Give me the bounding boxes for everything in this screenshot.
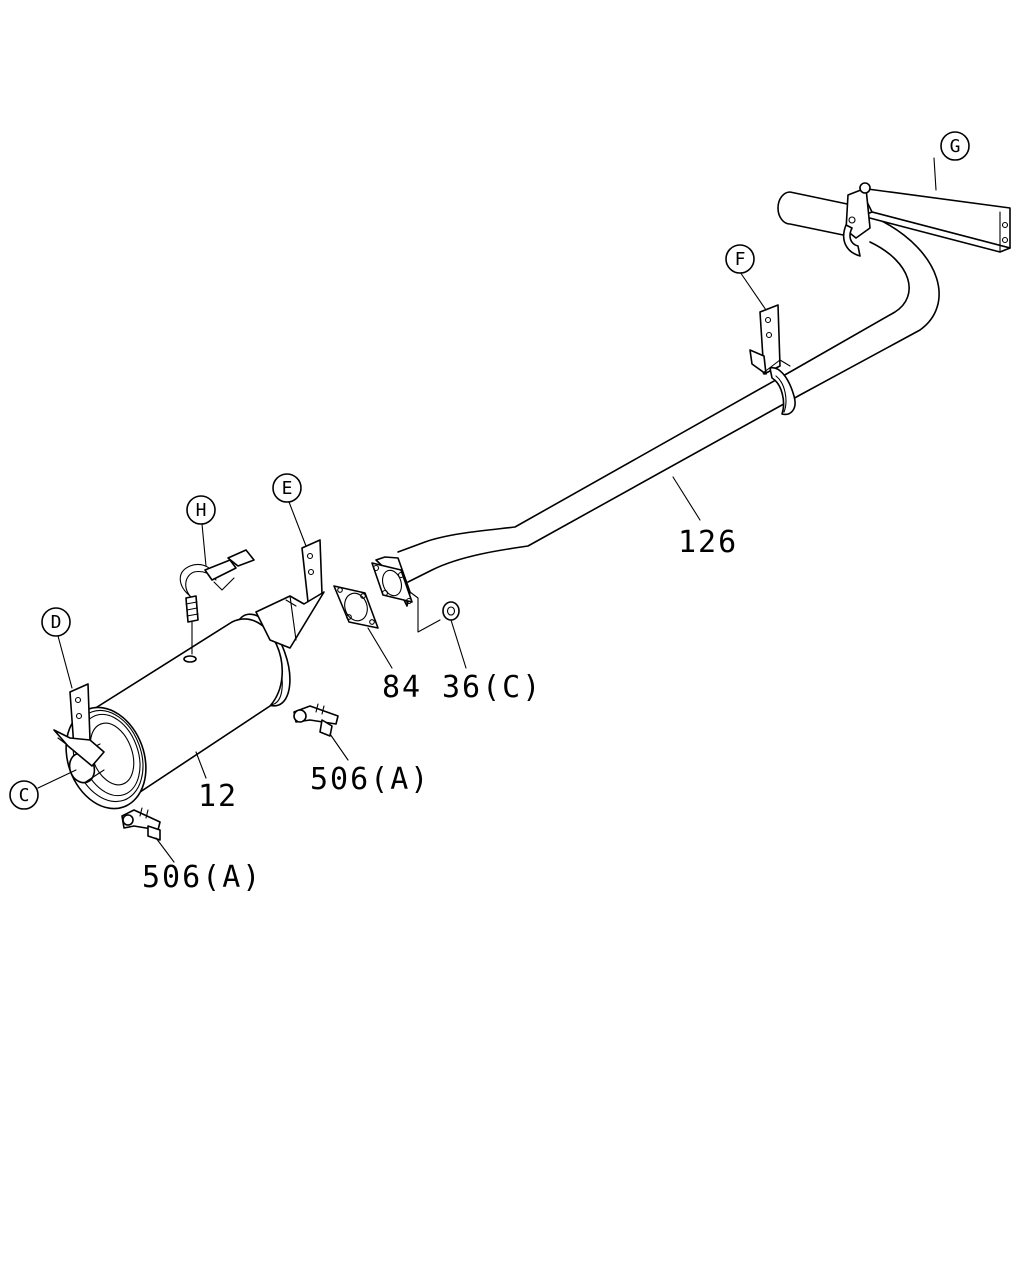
callout-d-text: D	[51, 612, 62, 633]
label-506a-left: 506(A)	[142, 860, 262, 895]
callout-g: G	[940, 131, 970, 161]
tailpipe-126	[371, 191, 940, 607]
callout-h-text: H	[196, 500, 207, 521]
callout-f: F	[725, 244, 755, 274]
label-506a-right: 506(A)	[310, 762, 430, 797]
oxygen-sensor-h	[179, 549, 255, 655]
bolt-506a-right	[293, 703, 339, 737]
callout-f-text: F	[735, 249, 746, 270]
label-84: 84	[382, 670, 422, 705]
callout-g-text: G	[950, 136, 961, 157]
gasket-84	[333, 585, 379, 629]
label-126: 126	[678, 525, 738, 560]
hanger-bracket-g	[842, 182, 1011, 257]
muffler-bracket-d	[53, 683, 105, 767]
hanger-bracket-f	[749, 304, 796, 416]
callout-c: C	[9, 780, 39, 810]
bolt-506a-left	[121, 807, 161, 841]
label-36c: 36(C)	[442, 670, 542, 705]
callout-h: H	[186, 495, 216, 525]
leader-lines	[37, 157, 937, 863]
label-12: 12	[198, 779, 238, 814]
callout-e: E	[272, 473, 302, 503]
muffler-bracket-e	[255, 539, 325, 649]
callout-c-text: C	[19, 785, 30, 806]
callout-d: D	[41, 607, 71, 637]
callout-e-text: E	[282, 478, 293, 499]
nut-36c	[409, 591, 460, 633]
